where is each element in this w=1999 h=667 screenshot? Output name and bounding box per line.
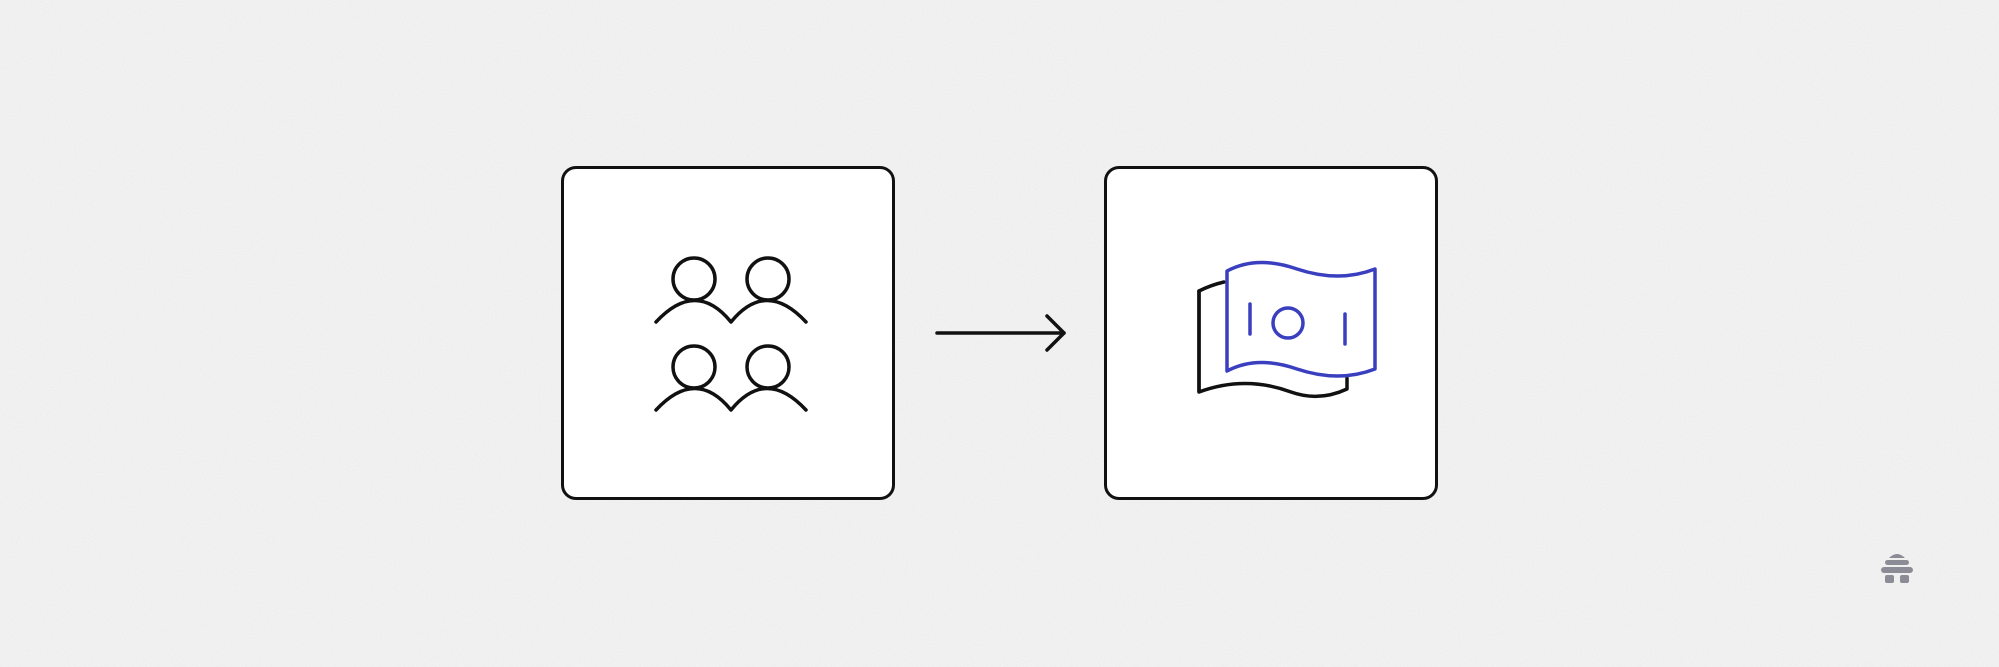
arrow-right-icon (935, 314, 1066, 352)
users-node (561, 166, 895, 500)
banknotes-icon (1197, 260, 1377, 399)
group-of-people-icon (654, 256, 808, 412)
money-node (1104, 166, 1438, 500)
beehive-logo-icon (1881, 554, 1913, 583)
